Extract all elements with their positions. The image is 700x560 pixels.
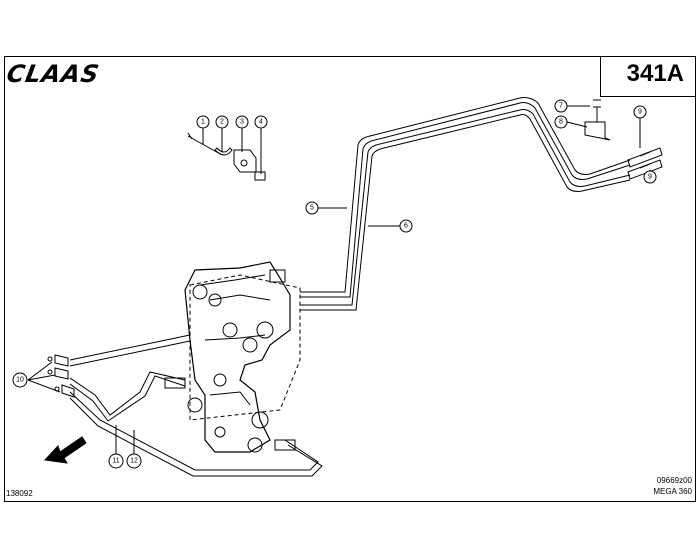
washer-part-7: [593, 99, 601, 122]
callout-label: 4: [259, 119, 263, 126]
model-name: MEGA 360: [653, 487, 692, 496]
control-valve-block: [184, 261, 291, 453]
callout-label: 11: [112, 458, 119, 465]
callout-label: 9: [638, 109, 642, 116]
bracket-part-8: [584, 121, 611, 141]
nut-part-4: [254, 171, 266, 181]
callout-label: 5: [310, 205, 314, 212]
hydraulic-line-11: [69, 371, 186, 416]
direction-arrow: [43, 436, 87, 464]
page-number: 341A: [626, 60, 684, 87]
hydraulic-line-6: [300, 109, 631, 306]
callout-label: 2: [220, 119, 224, 126]
callout-label: 10: [16, 377, 24, 384]
callout-markers: [12, 99, 657, 469]
sheet-number: 138092: [6, 489, 33, 498]
block-part-3: [233, 149, 257, 173]
callout-label: 12: [130, 458, 138, 465]
hydraulic-line-12: [69, 391, 319, 471]
callout-label: 9: [648, 174, 652, 181]
callout-label: 3: [240, 119, 244, 126]
fitting-group-10: [47, 354, 75, 398]
hydraulic-line-5: [300, 97, 631, 293]
diagram-frame: [4, 56, 696, 502]
callout-label: 8: [559, 119, 563, 126]
title-divider-vertical: [600, 56, 601, 97]
callout-label: 6: [404, 223, 408, 230]
clamp-part-2: [214, 147, 233, 156]
reference-code: 09669z00: [656, 476, 692, 485]
callout-label: 7: [559, 103, 563, 110]
title-divider-horizontal: [600, 96, 696, 97]
callout-label: 1: [201, 119, 205, 126]
coupling-part-9: [627, 147, 663, 180]
